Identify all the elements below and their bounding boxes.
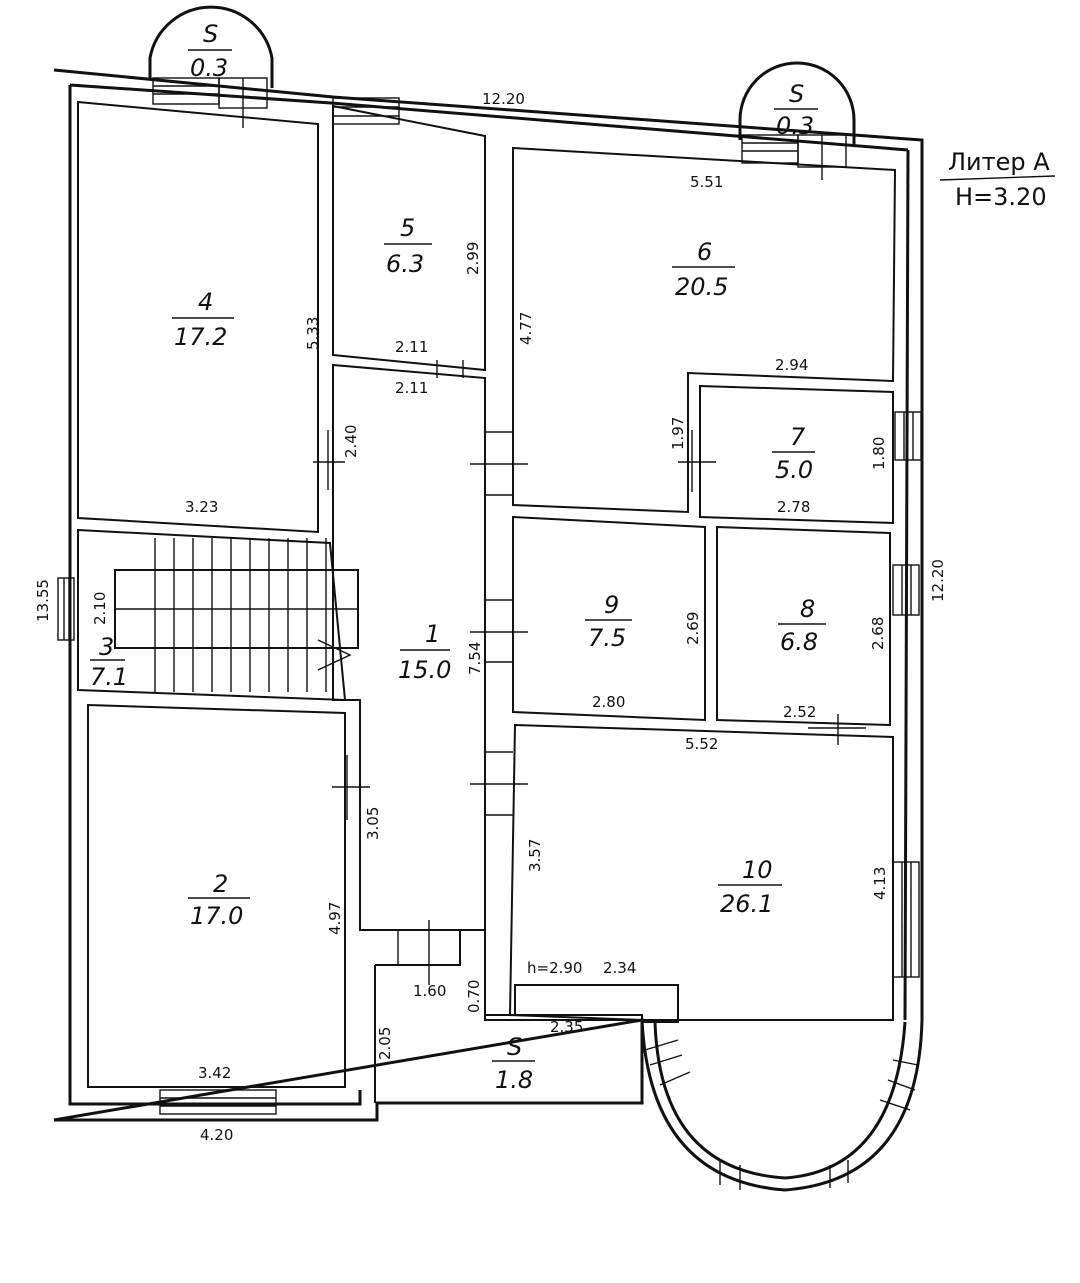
room-6-number: 6 bbox=[697, 238, 712, 266]
dim-room10-h: h=2.90 bbox=[527, 959, 582, 977]
balcony-1-label: S bbox=[203, 20, 218, 48]
dim-room10-left: 3.57 bbox=[526, 839, 544, 872]
dim-room2-door: 3.05 bbox=[364, 807, 382, 840]
room-labels: 1 15.0 2 17.0 3 7.1 4 17.2 5 6.3 6 20.5 … bbox=[90, 20, 826, 1094]
dim-room2-width: 3.42 bbox=[198, 1064, 231, 1082]
dim-overall-height-right: 12.20 bbox=[929, 559, 947, 602]
liter-height: H=3.20 bbox=[955, 183, 1047, 211]
dim-room10-right: 4.13 bbox=[871, 867, 889, 900]
room-10-number: 10 bbox=[742, 856, 773, 884]
dim-bottom-width: 4.20 bbox=[200, 1126, 233, 1144]
room-9-number: 9 bbox=[604, 591, 619, 619]
porch-area: 1.8 bbox=[495, 1066, 533, 1094]
dim-room2-height: 4.97 bbox=[326, 902, 344, 935]
dim-room5-width: 2.11 bbox=[395, 338, 428, 356]
dim-room7-left: 1.97 bbox=[669, 417, 687, 450]
dim-overall-width: 12.20 bbox=[482, 90, 525, 108]
room-4-walls bbox=[77, 100, 319, 534]
dim-room1-height: 7.54 bbox=[466, 642, 484, 675]
dim-porch-depth: 0.70 bbox=[465, 980, 483, 1013]
dimension-labels: 12.20 13.55 12.20 4.20 5.33 3.23 2.40 2.… bbox=[34, 90, 947, 1144]
room-1-area: 15.0 bbox=[398, 656, 451, 684]
room-7-number: 7 bbox=[790, 423, 806, 451]
windows bbox=[57, 97, 922, 1190]
room-2-area: 17.0 bbox=[190, 902, 243, 930]
room-3-area: 7.1 bbox=[90, 663, 128, 691]
room-7-area: 5.0 bbox=[775, 456, 813, 484]
balcony-2-label: S bbox=[789, 80, 804, 108]
room-6-walls bbox=[512, 146, 897, 514]
room-2-walls bbox=[87, 703, 346, 1088]
dim-room6-top: 5.51 bbox=[690, 173, 723, 191]
balcony-2-area: 0.3 bbox=[776, 112, 814, 140]
dim-room10-step: 2.34 bbox=[603, 959, 636, 977]
room-8-number: 8 bbox=[800, 595, 815, 623]
porch-label: S bbox=[507, 1033, 522, 1061]
dim-room4-door: 2.40 bbox=[342, 425, 360, 458]
dim-room1-width: 2.11 bbox=[395, 379, 428, 397]
dim-room9-bottom: 2.80 bbox=[592, 693, 625, 711]
room-10-walls bbox=[508, 723, 894, 1021]
room-9-walls bbox=[512, 515, 706, 722]
room-5-area: 6.3 bbox=[386, 250, 424, 278]
room-5-number: 5 bbox=[400, 214, 415, 242]
dim-room7-right: 1.80 bbox=[870, 437, 888, 470]
dim-room4-width: 3.23 bbox=[185, 498, 218, 516]
dim-porch-width: 1.60 bbox=[413, 982, 446, 1000]
dim-room6-step: 2.94 bbox=[775, 356, 808, 374]
room-3-number: 3 bbox=[99, 633, 114, 661]
dim-room10-top: 5.52 bbox=[685, 735, 718, 753]
room-1-number: 1 bbox=[425, 620, 440, 648]
room-4-area: 17.2 bbox=[174, 323, 227, 351]
dim-room8-right: 2.68 bbox=[869, 617, 887, 650]
doors bbox=[313, 360, 866, 820]
dim-room4-height: 5.33 bbox=[304, 317, 322, 350]
room-8-walls bbox=[716, 525, 891, 727]
balcony-top-right bbox=[738, 61, 856, 180]
room-9-area: 7.5 bbox=[588, 624, 626, 652]
room-2-number: 2 bbox=[213, 870, 228, 898]
dim-room6-left: 4.77 bbox=[517, 312, 535, 345]
dim-room3-height: 2.10 bbox=[91, 592, 109, 625]
room-4-number: 4 bbox=[198, 288, 213, 316]
dim-porch-left: 2.05 bbox=[376, 1027, 394, 1060]
liter-title: Литер А bbox=[948, 148, 1050, 176]
room-5-walls bbox=[332, 104, 486, 372]
room-7-walls bbox=[699, 384, 894, 525]
exterior-walls bbox=[53, 68, 924, 1192]
balcony-top-left bbox=[148, 5, 274, 128]
dim-porch-step: 2.35 bbox=[550, 1018, 583, 1036]
dim-room5-height: 2.99 bbox=[464, 242, 482, 275]
liter-label: Литер А H=3.20 bbox=[939, 148, 1056, 211]
dim-room9-right: 2.69 bbox=[684, 612, 702, 645]
dim-overall-height-left: 13.55 bbox=[34, 579, 52, 622]
room-3-stairs bbox=[77, 528, 359, 702]
balcony-1-area: 0.3 bbox=[190, 54, 228, 82]
dim-room7-bottom: 2.78 bbox=[777, 498, 810, 516]
room-8-area: 6.8 bbox=[780, 628, 818, 656]
room-10-area: 26.1 bbox=[720, 890, 773, 918]
dim-room8-bottom: 2.52 bbox=[783, 703, 816, 721]
room-6-area: 20.5 bbox=[675, 273, 728, 301]
